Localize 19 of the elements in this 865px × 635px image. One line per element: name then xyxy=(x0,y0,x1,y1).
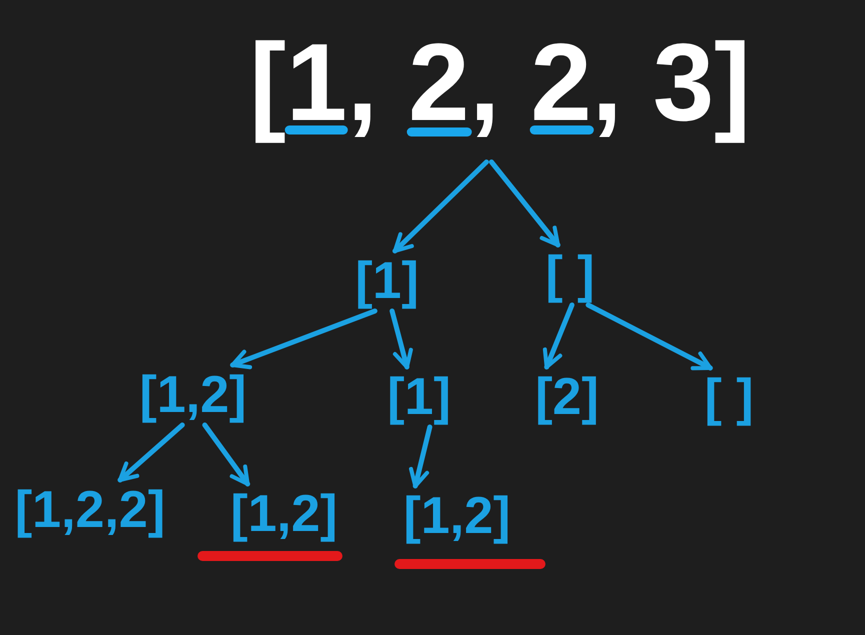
arrow xyxy=(542,302,574,370)
arrow xyxy=(230,308,378,370)
arrow xyxy=(488,160,560,248)
subset-text: [ ] xyxy=(704,368,754,428)
arrow xyxy=(586,302,713,370)
subset-text: [1,2,2] xyxy=(14,480,166,540)
arrow xyxy=(202,422,250,486)
arrow xyxy=(390,308,413,370)
arrow xyxy=(392,160,489,254)
subset-text: [1] xyxy=(355,251,419,311)
subset-text: [1] xyxy=(387,367,451,427)
array-text: [1, 2, 2, 3] xyxy=(249,28,751,162)
subset-text: [1,2] xyxy=(404,486,510,546)
subset-text: [1,2] xyxy=(140,365,246,425)
subset-text: [1,2] xyxy=(230,484,338,544)
subset-text: [2] xyxy=(535,367,599,427)
subset-text: [ ] xyxy=(545,245,595,305)
arrow xyxy=(118,422,185,482)
arrow xyxy=(409,424,432,488)
